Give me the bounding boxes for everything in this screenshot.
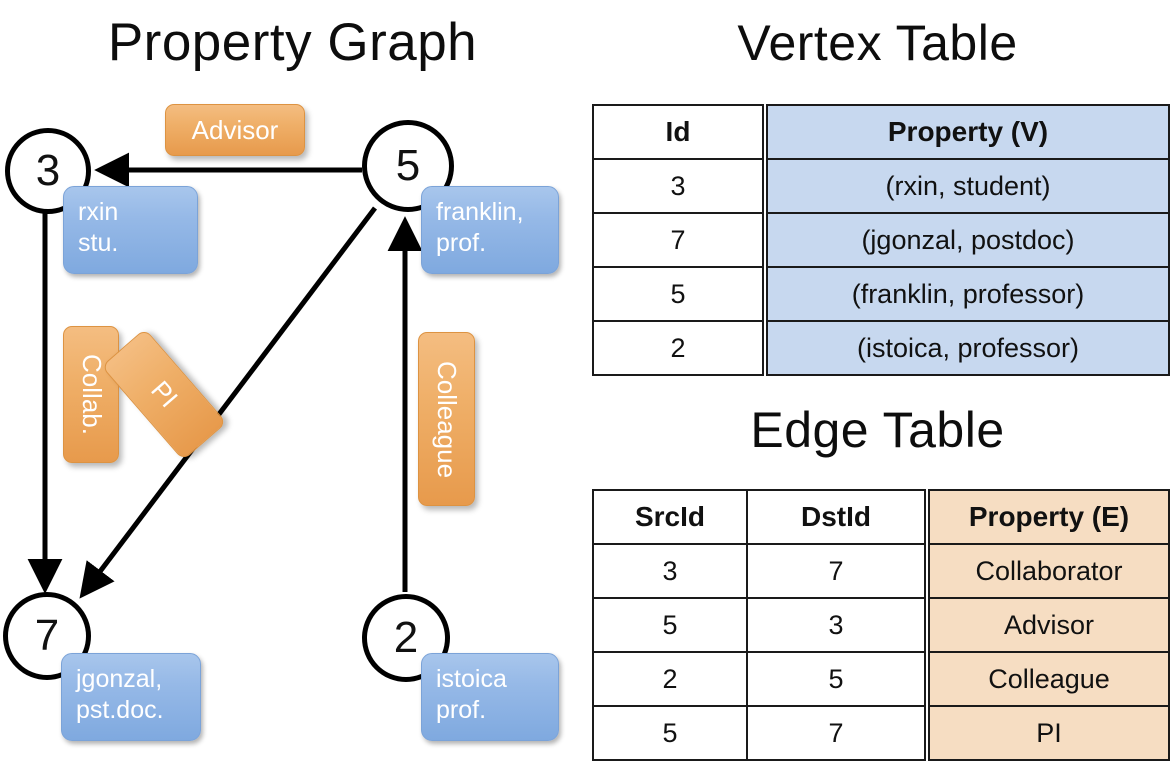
edge-label-text: Advisor xyxy=(191,114,279,145)
column-gap xyxy=(925,544,929,598)
table-row: 5 (franklin, professor) xyxy=(592,266,1170,322)
vertex-property-line2: stu. xyxy=(78,229,119,257)
graph-vertex-5[interactable]: 5 xyxy=(362,120,454,212)
edge-label-text: Collab. xyxy=(76,354,107,435)
page-title-property-graph: Property Graph xyxy=(107,13,478,72)
vertex-cell-id: 7 xyxy=(592,212,764,268)
edge-label-text: PI xyxy=(144,375,184,414)
column-gap xyxy=(925,706,929,760)
column-gap xyxy=(763,321,767,375)
vertex-property-box-3: rxin stu. xyxy=(63,186,198,274)
vertex-property-box-5: franklin, prof. xyxy=(421,186,559,274)
edge-label-advisor: Advisor xyxy=(165,104,305,156)
edge-arrow-5-to-7 xyxy=(79,206,377,599)
edge-cell-property: Collaborator xyxy=(928,543,1170,599)
vertex-table-col-property: Property (V) xyxy=(766,104,1170,160)
edge-table-col-property: Property (E) xyxy=(928,489,1170,545)
table-row: 5 7 PI xyxy=(592,705,1170,761)
column-gap xyxy=(925,598,929,652)
vertex-table-col-id: Id xyxy=(592,104,764,160)
vertex-property-line1: istoica xyxy=(436,665,507,693)
edge-cell-src: 2 xyxy=(592,651,748,707)
vertex-cell-id: 2 xyxy=(592,320,764,376)
edge-cell-property: Colleague xyxy=(928,651,1170,707)
column-gap xyxy=(925,490,929,544)
vertex-cell-property: (franklin, professor) xyxy=(766,266,1170,322)
vertex-property-line2: prof. xyxy=(436,696,487,724)
vertex-property-box-2: istoica prof. xyxy=(421,653,559,741)
vertex-property-box-7: jgonzal, pst.doc. xyxy=(61,653,201,741)
edge-cell-dst: 7 xyxy=(746,543,926,599)
vertex-property-line2: pst.doc. xyxy=(76,696,164,724)
vertex-property-line1: jgonzal, xyxy=(76,665,163,693)
column-gap xyxy=(763,213,767,267)
edge-cell-src: 5 xyxy=(592,705,748,761)
edge-label-collab: Collab. xyxy=(63,326,119,463)
vertex-cell-property: (rxin, student) xyxy=(766,158,1170,214)
table-row: 2 (istoica, professor) xyxy=(592,320,1170,376)
column-gap xyxy=(763,267,767,321)
page-title-edge-table: Edge Table xyxy=(750,402,1005,458)
graph-edge-arrows xyxy=(27,152,423,599)
edge-table: SrcId DstId Property (E) 3 7 Collaborato… xyxy=(592,489,1170,761)
edge-cell-src: 5 xyxy=(592,597,748,653)
vertex-cell-id: 5 xyxy=(592,266,764,322)
table-row: 3 7 Collaborator xyxy=(592,543,1170,599)
property-graph-diagram: 3 5 7 2 rxin stu. franklin, prof. jgonza… xyxy=(0,0,585,760)
page-title-vertex-table: Vertex Table xyxy=(737,15,1018,71)
edge-cell-property: Advisor xyxy=(928,597,1170,653)
edge-cell-property: PI xyxy=(928,705,1170,761)
vertex-cell-id: 3 xyxy=(592,158,764,214)
edge-cell-dst: 3 xyxy=(746,597,926,653)
vertex-property-line1: rxin xyxy=(78,198,119,226)
vertex-table: Id Property (V) 3 (rxin, student) 7 (jgo… xyxy=(592,104,1170,376)
column-gap xyxy=(925,652,929,706)
vertex-property-line2: prof. xyxy=(436,229,487,257)
edge-label-colleague: Colleague xyxy=(418,332,475,506)
vertex-cell-property: (jgonzal, postdoc) xyxy=(766,212,1170,268)
edge-table-col-srcid: SrcId xyxy=(592,489,748,545)
edge-cell-src: 3 xyxy=(592,543,748,599)
table-row: 7 (jgonzal, postdoc) xyxy=(592,212,1170,268)
edge-label-text: Colleague xyxy=(432,360,462,478)
table-row: 3 (rxin, student) xyxy=(592,158,1170,214)
vertex-cell-property: (istoica, professor) xyxy=(766,320,1170,376)
column-gap xyxy=(763,159,767,213)
edge-cell-dst: 7 xyxy=(746,705,926,761)
table-row: 5 3 Advisor xyxy=(592,597,1170,653)
column-gap xyxy=(763,105,767,159)
vertex-table-header-row: Id Property (V) xyxy=(592,104,1170,160)
edge-table-col-dstid: DstId xyxy=(746,489,926,545)
table-row: 2 5 Colleague xyxy=(592,651,1170,707)
graph-vertex-2[interactable]: 2 xyxy=(362,594,450,682)
vertex-property-line1: franklin, xyxy=(436,198,524,226)
edge-cell-dst: 5 xyxy=(746,651,926,707)
edge-table-header-row: SrcId DstId Property (E) xyxy=(592,489,1170,545)
